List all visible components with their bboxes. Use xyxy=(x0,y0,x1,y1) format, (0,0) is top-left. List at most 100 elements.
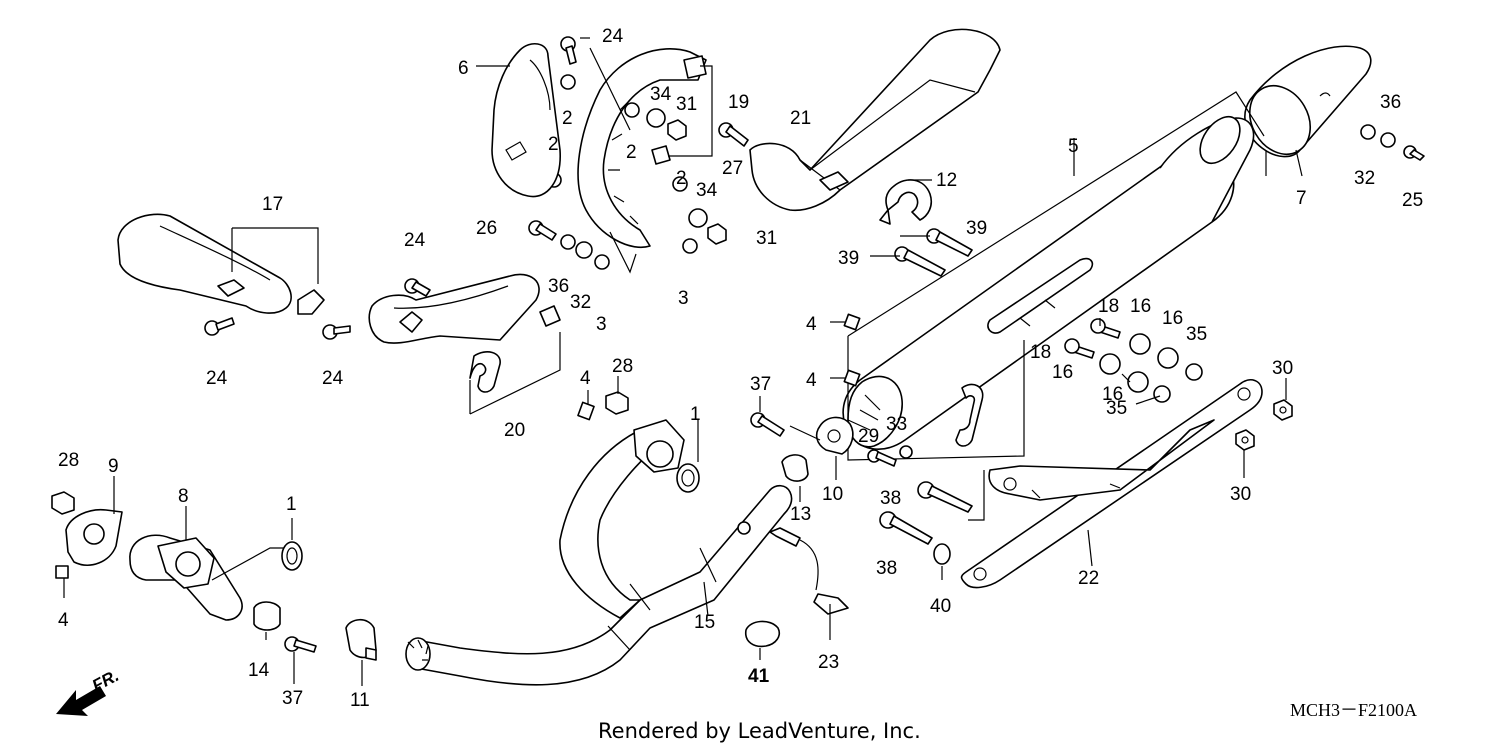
shield-19-lead-2 xyxy=(609,231,637,274)
nut-31a[interactable] xyxy=(667,119,687,141)
bolt-37b[interactable] xyxy=(284,636,317,653)
callout-6: 6 xyxy=(458,58,469,79)
bolt-39a[interactable] xyxy=(926,228,973,257)
nut-31b[interactable] xyxy=(707,223,727,245)
bolt-18b[interactable] xyxy=(1064,338,1095,359)
grommet-16a[interactable] xyxy=(1129,333,1151,355)
bolt-24d[interactable] xyxy=(322,324,351,340)
bolt-39b[interactable] xyxy=(894,246,946,277)
callout-33: 33 xyxy=(886,414,907,435)
callout-4: 4 xyxy=(58,610,69,631)
callout-5: 5 xyxy=(1068,136,1079,157)
gasket-1b[interactable] xyxy=(281,541,303,571)
bolt-37a[interactable] xyxy=(750,412,785,437)
callout-18: 18 xyxy=(1030,342,1051,363)
band-41[interactable] xyxy=(744,620,781,648)
diagram-code: MCH3－F2100A xyxy=(1290,700,1417,720)
callout-3: 3 xyxy=(678,288,689,309)
clamp-10[interactable] xyxy=(815,416,854,455)
callout-41: 41 xyxy=(748,666,770,687)
bolt-24a[interactable] xyxy=(560,36,577,65)
nut-30b[interactable] xyxy=(1235,429,1255,451)
bolt-38b[interactable] xyxy=(879,511,933,545)
callout-9: 9 xyxy=(108,456,119,477)
callout-32: 32 xyxy=(570,292,591,313)
clamp-11[interactable] xyxy=(345,618,377,661)
washer-34b[interactable] xyxy=(688,208,708,228)
callout-37: 37 xyxy=(282,688,303,709)
callout-16: 16 xyxy=(1102,384,1123,405)
pipe-8-lead xyxy=(211,547,284,581)
gasket-14[interactable] xyxy=(253,601,281,631)
callout-20: 20 xyxy=(504,420,525,441)
bolt-26[interactable] xyxy=(528,220,557,241)
shield-20-band[interactable] xyxy=(469,351,501,393)
callout-17: 17 xyxy=(262,194,283,215)
bolt-29[interactable] xyxy=(867,449,897,467)
washer-33[interactable] xyxy=(899,445,913,459)
bolt-24b[interactable] xyxy=(404,278,431,297)
grommet-16b[interactable] xyxy=(1157,347,1179,369)
callout-21: 21 xyxy=(790,108,811,129)
washer-2d[interactable] xyxy=(672,176,688,192)
washer-2a[interactable] xyxy=(560,74,576,90)
callout-1: 1 xyxy=(286,494,297,515)
washer-32a[interactable] xyxy=(575,241,593,259)
nut-4a[interactable] xyxy=(843,313,861,331)
grommet-16d[interactable] xyxy=(1127,371,1149,393)
o2-sensor-23[interactable] xyxy=(769,527,849,615)
washer-36b[interactable] xyxy=(1380,132,1396,148)
muffler-end-cap[interactable] xyxy=(1238,45,1372,165)
step-bracket-22[interactable] xyxy=(960,379,1263,589)
callout-1: 1 xyxy=(690,404,701,425)
muffler[interactable] xyxy=(842,110,1255,450)
washer-36a[interactable] xyxy=(560,234,576,250)
callout-36: 36 xyxy=(1380,92,1401,113)
callout-32: 32 xyxy=(1354,168,1375,189)
callout-24: 24 xyxy=(206,368,228,389)
bolt-24c[interactable] xyxy=(204,317,235,336)
exhaust-pipe-15[interactable] xyxy=(405,419,793,686)
washer-3b[interactable] xyxy=(682,238,698,254)
heat-shield-20[interactable] xyxy=(368,273,561,344)
washer-32b[interactable] xyxy=(1360,124,1376,140)
nut-4c[interactable] xyxy=(577,401,595,421)
bolt-18a[interactable] xyxy=(1090,318,1121,339)
washer-34a[interactable] xyxy=(646,108,666,128)
muffler-lower-band[interactable] xyxy=(955,383,984,447)
washer-35b[interactable] xyxy=(1153,385,1171,403)
nut-4b[interactable] xyxy=(843,369,861,387)
gasket-1a[interactable] xyxy=(676,463,700,493)
washer-3a[interactable] xyxy=(594,254,610,270)
render-credit: Rendered by LeadVenture, Inc. xyxy=(598,719,921,743)
washer-2c[interactable] xyxy=(624,102,640,118)
nut-28b[interactable] xyxy=(605,391,629,415)
flange-9[interactable] xyxy=(65,508,123,566)
callout-31: 31 xyxy=(676,94,697,115)
nut-4d[interactable] xyxy=(55,565,69,579)
heat-shield-21[interactable] xyxy=(749,28,1001,212)
callout-39: 39 xyxy=(966,218,987,239)
heat-shield-19[interactable] xyxy=(577,48,707,248)
callout-19: 19 xyxy=(728,92,749,113)
heat-shield-17[interactable] xyxy=(117,213,325,315)
grommet-16c[interactable] xyxy=(1099,353,1121,375)
bolt-27[interactable] xyxy=(718,122,749,147)
callout-15: 15 xyxy=(694,612,715,633)
callout-2: 2 xyxy=(676,168,687,189)
nut-30a[interactable] xyxy=(1273,399,1293,421)
washer-40[interactable] xyxy=(933,543,951,565)
callout-4: 4 xyxy=(806,370,817,391)
heat-shield-6[interactable] xyxy=(491,43,561,198)
bolt-38a[interactable] xyxy=(917,481,973,513)
nut-28a[interactable] xyxy=(51,491,75,515)
callout-16: 16 xyxy=(1052,362,1073,383)
washer-35a[interactable] xyxy=(1185,363,1203,381)
exhaust-pipe-8[interactable] xyxy=(129,534,243,621)
bolt-25[interactable] xyxy=(1403,145,1425,161)
gasket-13[interactable] xyxy=(781,454,809,482)
muffler-band-12[interactable] xyxy=(879,179,933,225)
callout-16: 16 xyxy=(1162,308,1183,329)
